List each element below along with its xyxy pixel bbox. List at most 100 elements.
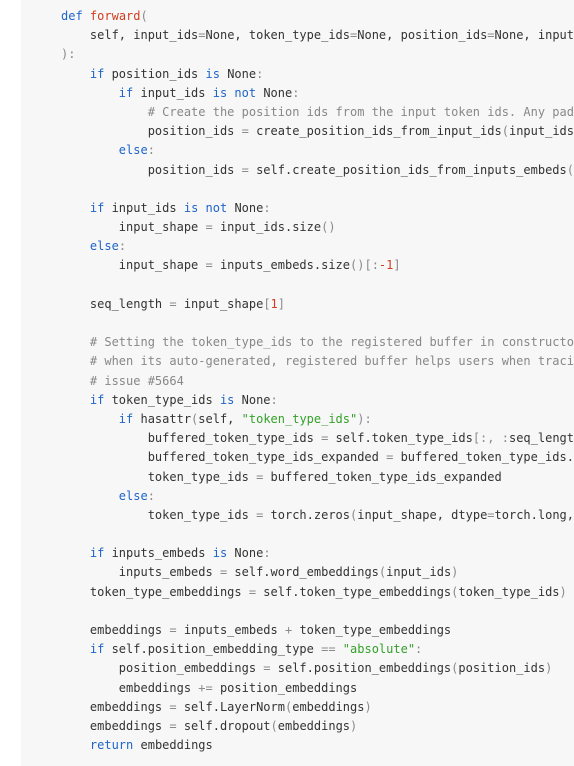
code-line: if hasattr(self, "token_type_ids"): (61, 410, 574, 429)
code-line: seq_length = input_shape[1] (61, 295, 574, 314)
code-token: if (89, 546, 105, 561)
code-token: -1 (378, 258, 394, 273)
code-token: = (205, 258, 213, 273)
code-token (61, 738, 90, 752)
code-token: buffered_token_type_ids_expanded (263, 469, 502, 484)
code-token: token_type_ids (61, 507, 257, 522)
code-token: = (487, 28, 495, 43)
code-line: else: (61, 487, 574, 506)
code-token: input_shape (61, 258, 206, 273)
code-line: input_shape = input_ids.size() (61, 218, 574, 237)
code-token: if (89, 66, 105, 81)
code-block: def forward( self, input_ids=None, token… (21, 0, 574, 766)
code-line (61, 276, 574, 295)
code-token: = (256, 469, 264, 484)
code-token: self.dropout (176, 718, 271, 733)
code-token: is (219, 392, 235, 407)
code-token: # issue #5664 (61, 373, 184, 388)
code-line: self, input_ids=None, token_type_ids=Non… (61, 26, 574, 45)
code-token: ) (364, 699, 372, 714)
code-token: embeddings (133, 738, 213, 753)
code-token: embeddings (61, 718, 170, 733)
code-token: ): (61, 47, 76, 62)
code-token: ) (559, 584, 567, 599)
code-token: ) (451, 565, 459, 580)
code-line: if token_type_ids is None: (61, 391, 574, 410)
code-line: token_type_ids = buffered_token_type_ids… (61, 468, 574, 487)
code-line: buffered_token_type_ids = self.token_typ… (61, 429, 574, 448)
code-token: : (292, 85, 300, 100)
code-token (61, 201, 90, 215)
code-token (83, 9, 90, 23)
code-token: embeddings (61, 623, 170, 637)
code-token: input_shape (61, 220, 206, 235)
code-token: position_ids (61, 124, 242, 139)
code-line: # Setting the token_type_ids to the regi… (61, 333, 574, 352)
code-token: = (169, 623, 177, 637)
code-token (61, 86, 119, 100)
code-token: ( (451, 584, 459, 599)
code-token: self.LayerNorm (176, 699, 285, 714)
code-token: ( (270, 718, 278, 733)
code-token: ( (140, 9, 148, 23)
code-token: None (227, 200, 264, 215)
code-lines[interactable]: def forward( self, input_ids=None, token… (61, 7, 574, 755)
code-token: : (147, 143, 155, 158)
code-token: input_ids (104, 200, 184, 215)
code-token: seq_length (508, 431, 574, 446)
code-token: ( (501, 124, 509, 139)
code-token: : (263, 546, 271, 561)
code-token: forward (89, 9, 141, 23)
code-token: position_embeddings (61, 661, 264, 676)
code-token: [ (263, 296, 271, 311)
code-line: input_shape = inputs_embeds.size()[:-1] (61, 256, 574, 275)
code-token (61, 239, 90, 253)
code-token: 1 (270, 296, 278, 311)
code-line: embeddings += position_embeddings (61, 679, 574, 698)
code-line: buffered_token_type_ids_expanded = buffe… (61, 448, 574, 467)
code-line: def forward( (61, 7, 574, 26)
code-token: : (501, 431, 509, 446)
code-token: ( (378, 565, 387, 580)
code-token: inputs_embeds (176, 623, 285, 637)
code-token: torch.zeros (263, 507, 351, 522)
code-token: () (321, 220, 336, 235)
code-line (61, 314, 574, 333)
code-token: embeddings (61, 680, 199, 695)
code-token: ( (451, 661, 459, 676)
code-token: else (118, 488, 148, 503)
code-token: buffered_token_type_ids_expanded (61, 450, 387, 465)
code-token: self.token_type_ids (328, 431, 473, 446)
code-token: is (212, 85, 228, 100)
code-token: + (284, 623, 293, 637)
code-token: None (227, 546, 264, 561)
code-token: = (205, 220, 213, 235)
code-token: = (198, 28, 206, 43)
code-token: None, position_ids (357, 28, 488, 43)
code-token: ] (393, 258, 401, 273)
code-token: inputs_embeds (61, 565, 220, 580)
code-token: None, inputs_embeds (494, 28, 574, 43)
code-line: embeddings = self.LayerNorm(embeddings) (61, 698, 574, 717)
code-token: self.word_embeddings (227, 565, 379, 580)
code-token (336, 642, 343, 656)
code-token: ): (357, 411, 372, 426)
code-token: input_ids (386, 565, 452, 580)
code-token: if (89, 200, 105, 215)
code-token: ) (545, 661, 553, 676)
code-token: None (256, 85, 293, 100)
code-token: ( (191, 411, 199, 426)
code-token (61, 393, 90, 407)
code-token: == (321, 642, 336, 657)
code-token: else (118, 143, 148, 158)
code-token: ) (350, 718, 358, 733)
code-line: # when its auto-generated, registered bu… (61, 352, 574, 371)
code-token: def (61, 9, 83, 23)
code-token: : (270, 392, 278, 407)
code-token: = (350, 28, 358, 43)
code-token: None, token_type_ids (205, 28, 351, 43)
code-token: not (234, 85, 257, 100)
code-token: # when its auto-generated, registered bu… (89, 354, 574, 369)
code-token: position_embeddings (212, 680, 358, 695)
code-token: = (241, 124, 249, 139)
